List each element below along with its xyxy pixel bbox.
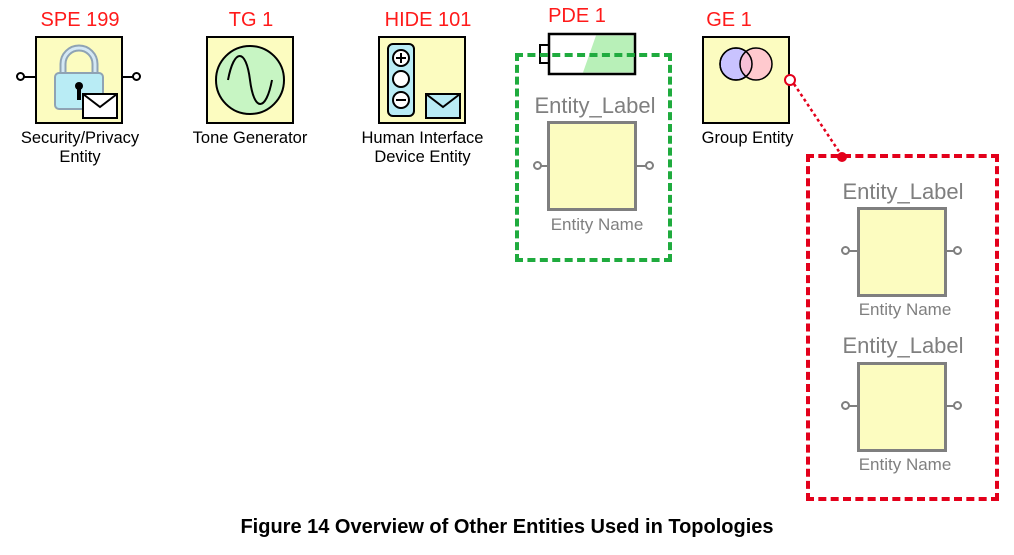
pde-inner-left-wire	[540, 165, 548, 167]
spe-right-port[interactable]	[132, 72, 141, 81]
pde-inner-left-port[interactable]	[533, 161, 542, 170]
ge-caption: Group Entity	[701, 129, 794, 147]
tg-block[interactable]	[206, 36, 294, 124]
spe-right-wire	[123, 76, 135, 78]
ge-group-connector	[792, 83, 847, 162]
ge-entity-name-1: Entity Name	[858, 300, 952, 319]
hide-tag: HIDE 101	[384, 9, 472, 31]
tg-tag: TG 1	[228, 9, 274, 31]
pde-inner-entity[interactable]	[547, 121, 637, 211]
hide-block[interactable]	[378, 36, 466, 124]
ge-entity-name-2: Entity Name	[858, 455, 952, 474]
ge-entity-label-1: Entity_Label	[842, 179, 964, 204]
pde-group-frame	[515, 53, 672, 262]
spe-block[interactable]	[35, 36, 123, 124]
pde-inner-right-wire	[636, 165, 646, 167]
ge-inner-2-left-wire	[848, 405, 858, 407]
lock-envelope-icon	[54, 44, 118, 119]
sine-wave-icon	[215, 45, 285, 115]
tg-caption: Tone Generator	[192, 129, 308, 147]
pde-inner-right-port[interactable]	[645, 161, 654, 170]
ge-entity-label-2: Entity_Label	[842, 333, 964, 358]
figure-caption: Figure 14 Overview of Other Entities Use…	[240, 516, 774, 538]
hid-controls-icon	[387, 43, 461, 119]
ge-group-port[interactable]	[784, 74, 796, 86]
spe-left-wire	[22, 76, 36, 78]
pde-tag: PDE 1	[548, 5, 606, 27]
ge-inner-1-right-wire	[946, 250, 956, 252]
pde-entity-label: Entity_Label	[534, 93, 656, 118]
ge-inner-entity-2[interactable]	[857, 362, 947, 452]
ge-inner-1-left-port[interactable]	[841, 246, 850, 255]
spe-caption: Security/Privacy Entity	[20, 129, 140, 166]
ge-inner-1-right-port[interactable]	[953, 246, 962, 255]
ge-inner-2-right-port[interactable]	[953, 401, 962, 410]
ge-group-frame	[806, 154, 999, 501]
ge-tag: GE 1	[706, 9, 752, 31]
ge-inner-entity-1[interactable]	[857, 207, 947, 297]
ge-inner-1-left-wire	[848, 250, 858, 252]
hide-caption: Human Interface Device Entity	[361, 129, 484, 166]
ge-block[interactable]	[702, 36, 790, 124]
pde-entity-name: Entity Name	[550, 215, 644, 234]
spe-tag: SPE 199	[40, 9, 120, 31]
venn-circles-icon	[719, 47, 773, 81]
ge-inner-2-right-wire	[946, 405, 956, 407]
ge-inner-2-left-port[interactable]	[841, 401, 850, 410]
spe-left-port[interactable]	[16, 72, 25, 81]
